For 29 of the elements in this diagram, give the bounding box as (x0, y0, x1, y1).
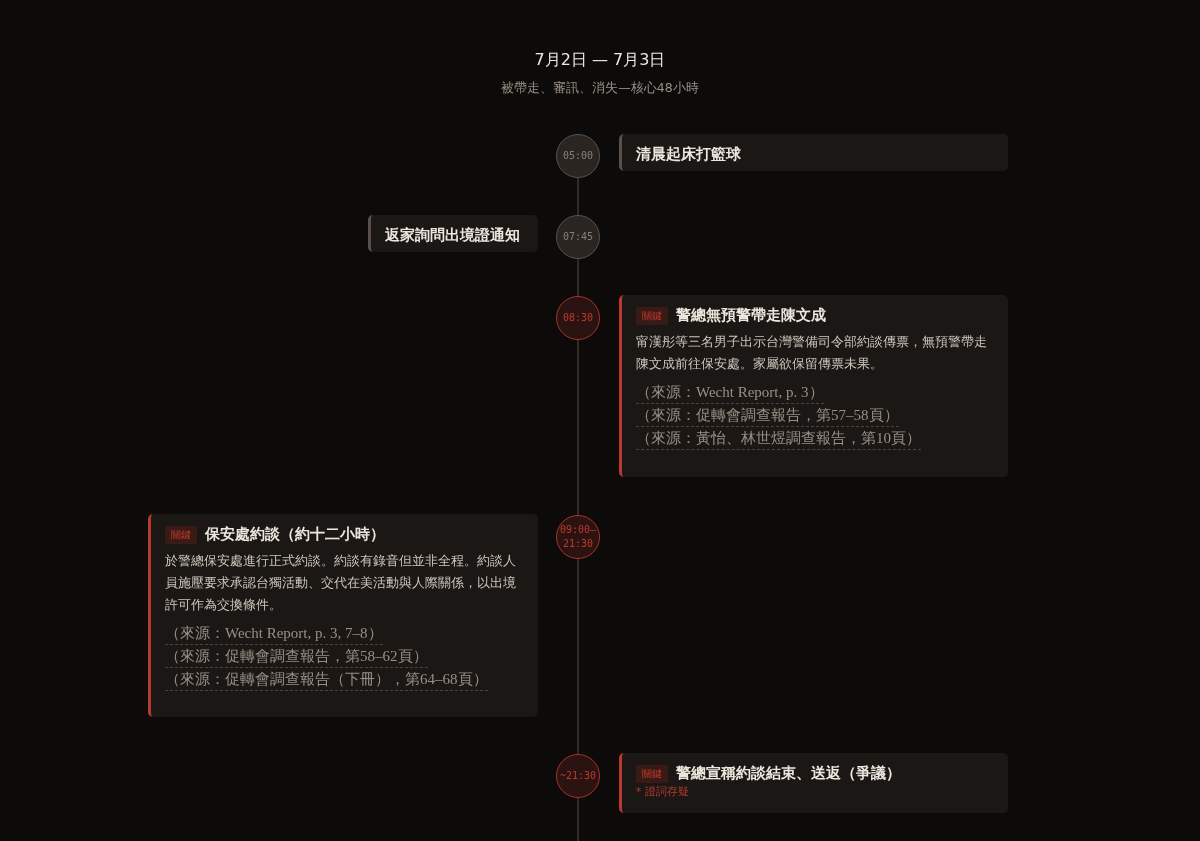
card-description: 甯漢彤等三名男子出示台灣警備司令部約談傳票，無預警帶走陳文成前往保安處。家屬欲保留傳票未果。 (636, 333, 988, 373)
key-badge: 關鍵 (636, 764, 668, 783)
card-title: 返家詢問出境證通知 (385, 226, 520, 244)
event-card (619, 295, 1008, 477)
source-citation: （來源：Wecht Report, p. 3, 7–8） (165, 622, 383, 645)
timeline-subtitle: 被帶走、審訊、消失—核心48小時 (500, 80, 700, 97)
event-card (148, 514, 538, 717)
source-citation: （來源：黃怡、林世煜調查報告，第10頁） (636, 427, 921, 450)
source-citation: （來源：促轉會調查報告（下冊），第64–68頁） (165, 668, 488, 691)
card-title: 清晨起床打籃球 (636, 145, 741, 163)
event-card (368, 215, 538, 252)
event-card (619, 753, 1008, 813)
source-citation: （來源：促轉會調查報告，第57–58頁） (636, 404, 899, 427)
time-marker: 09:00–21:30 (556, 515, 600, 559)
card-description: 於警總保安處進行正式約談。約談有錄音但並非全程。約談人員施壓要求承認台獨活動、交代在美活動與人際關係，以出境許可作為交換條件。 (165, 552, 517, 614)
key-badge: 關鍵 (636, 306, 668, 325)
time-marker: 08:30 (556, 296, 600, 340)
time-marker: 05:00 (556, 134, 600, 178)
source-citation: （來源：Wecht Report, p. 3） (636, 381, 824, 404)
source-citation: （來源：促轉會調查報告，第58–62頁） (165, 645, 428, 668)
timeline-title: 7月2日 — 7月3日 (533, 50, 667, 71)
time-marker: ~21:30 (556, 754, 600, 798)
event-card (619, 134, 1008, 171)
card-title: 警總無預警帶走陳文成 (676, 306, 826, 324)
card-title: 保安處約談（約十二小時） (205, 525, 385, 543)
card-note: * 證詞存疑 (636, 785, 690, 799)
time-marker: 07:45 (556, 215, 600, 259)
card-title: 警總宣稱約談結束、送返（爭議） (676, 764, 901, 782)
key-badge: 關鍵 (165, 525, 197, 544)
